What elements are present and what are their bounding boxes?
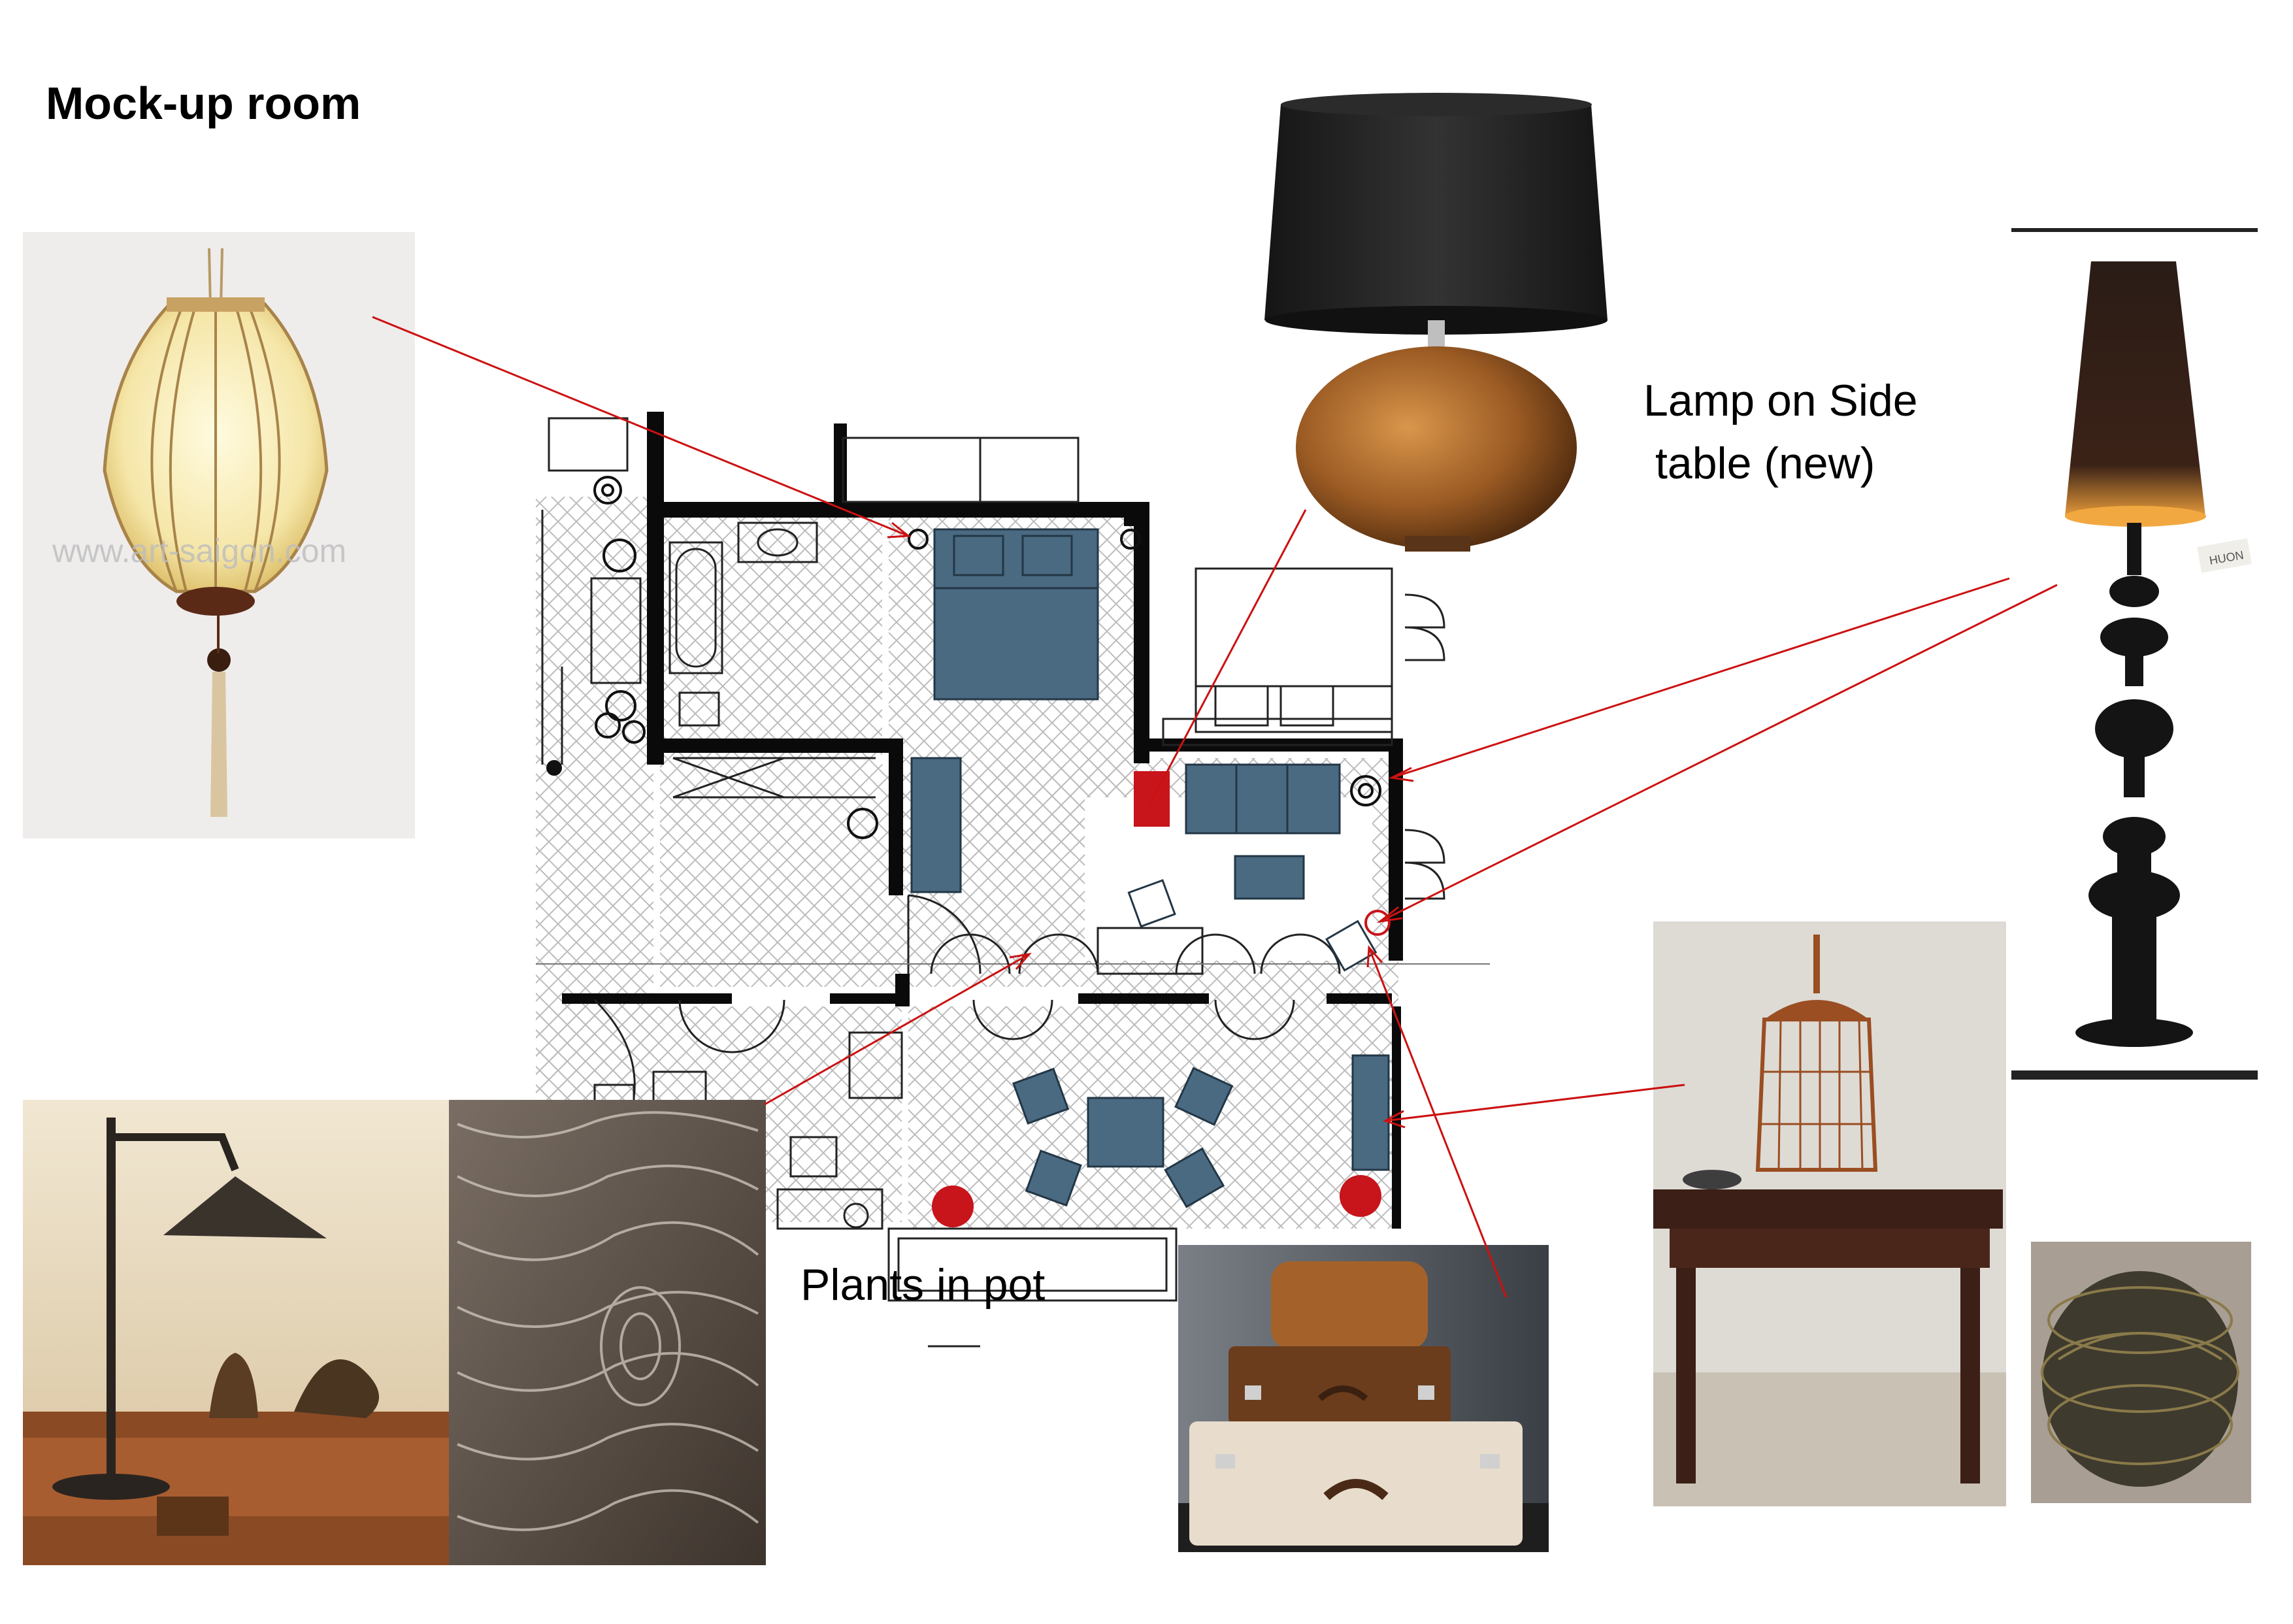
bed [933, 528, 1099, 701]
suitcase-middle [1229, 1346, 1451, 1425]
plan-walls [562, 412, 1403, 1229]
coffee-table [1234, 855, 1305, 900]
desk-lamp-image [23, 1100, 449, 1565]
suitcases-image [1178, 1245, 1549, 1552]
dining-chair [1012, 1067, 1070, 1125]
floor-lamp-image: HUON [2011, 228, 2258, 1080]
floor-lamp-marker [1364, 910, 1391, 936]
floor-lamp-shade [2065, 261, 2205, 516]
plants-in-pot-label: Plants in pot [800, 1260, 1046, 1310]
lantern-watermark: www.art-saigon.com [52, 533, 346, 569]
arrow-lantern [372, 316, 909, 537]
lamp-label-line2: table (new) [1655, 439, 1875, 488]
table-lamp-image [1264, 93, 1608, 552]
birdcage-console-image [1653, 921, 2006, 1506]
basket-image [2031, 1242, 2251, 1503]
dining-chair [1174, 1067, 1234, 1126]
table-lamp-shade [1264, 105, 1608, 320]
arrow-floor-lamp-lower [1379, 584, 2058, 923]
sofa [1185, 763, 1341, 835]
dining-chair [1164, 1147, 1225, 1208]
desk [910, 757, 962, 893]
plan-floor-bath [660, 516, 882, 765]
page-title: Mock-up room [46, 78, 361, 129]
plant-pot-right [1340, 1175, 1381, 1217]
lamp-label-line1: Lamp on Side [1643, 376, 1918, 425]
dining-table [1087, 1097, 1164, 1168]
annotation-arrows [372, 316, 2058, 1298]
plan-furniture [910, 528, 1390, 1208]
dining-chair [1025, 1150, 1082, 1207]
arrow-table-lamp [1149, 509, 1307, 804]
plant-pot-left [932, 1185, 974, 1227]
lantern-image: www.art-saigon.com [23, 232, 415, 838]
arrow-floor-lamp-upper [1391, 577, 2010, 779]
console-table [1653, 1189, 2003, 1229]
arrow-suitcases [1368, 947, 1508, 1298]
suitcase-top [1271, 1261, 1428, 1350]
arrow-wood [764, 953, 1030, 1106]
wood-sample-image [449, 1100, 766, 1565]
bench [1351, 1054, 1390, 1171]
plan-fixtures [593, 476, 1381, 839]
lamp-on-side-table-label: Lamp on Side table (new) [1643, 369, 1918, 495]
table-lamp-base [1296, 346, 1577, 549]
floor-plan [536, 412, 1490, 1348]
basket [2042, 1271, 2238, 1487]
plan-furniture-details [934, 535, 1377, 972]
plan-floor-mid [660, 765, 1085, 987]
